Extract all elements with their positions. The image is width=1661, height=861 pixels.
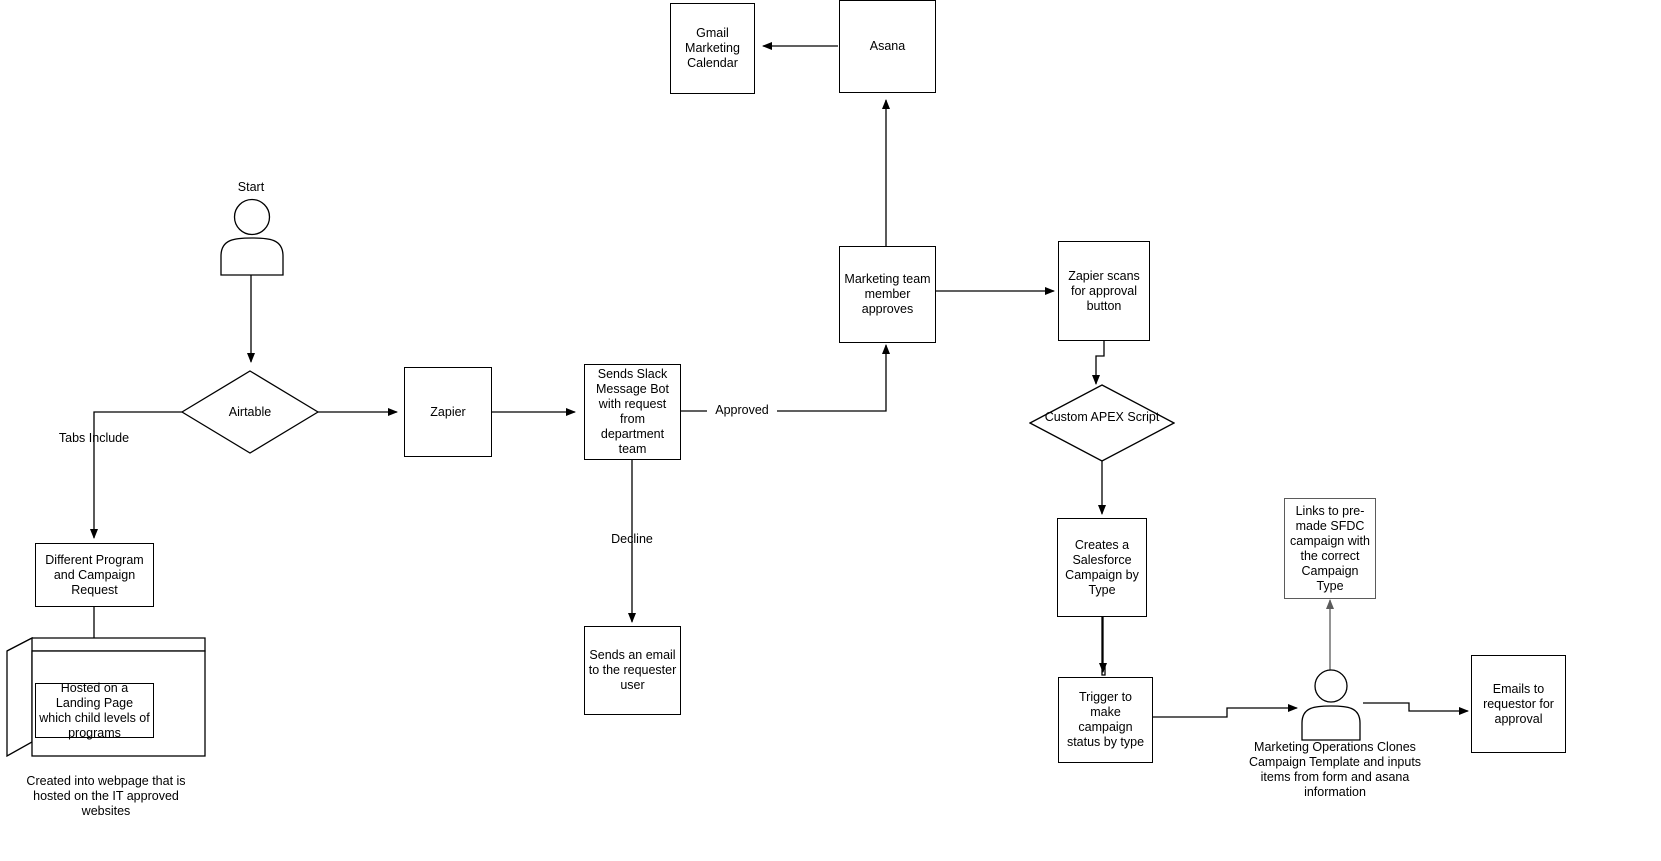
start-label: Start [237,180,265,194]
node-decline-email-label: Sends an email to the requester user [588,648,677,692]
node-marketing-approves[interactable]: Marketing team member approves [839,246,936,343]
node-trigger-campaign-status-label: Trigger to make campaign status by type [1066,690,1145,749]
marketing-ops-person-icon [1297,669,1365,741]
node-zapier-scans-label: Zapier scans for approval button [1068,268,1140,313]
node-zapier-scans[interactable]: Zapier scans for approval button [1058,241,1150,341]
node-slack-message-bot[interactable]: Sends Slack Message Bot with request fro… [584,364,681,460]
node-gmail-marketing-calendar-label: Gmail Marketing Calendar [685,26,740,70]
edge-label-tabs-include: Tabs Include [58,431,130,445]
node-creates-salesforce-campaign[interactable]: Creates a Salesforce Campaign by Type [1057,518,1147,617]
node-decline-email[interactable]: Sends an email to the requester user [584,626,681,715]
node-different-program[interactable]: Different Program and Campaign Request [35,543,154,607]
marketing-ops-caption: Marketing Operations Clones Campaign Tem… [1248,740,1422,799]
node-creates-salesforce-campaign-label: Creates a Salesforce Campaign by Type [1065,537,1139,597]
edge-slack-to-marketing-approves [681,344,890,412]
node-trigger-campaign-status[interactable]: Trigger to make campaign status by type [1058,677,1153,763]
node-asana[interactable]: Asana [839,0,936,93]
edge-label-decline: Decline [611,532,653,546]
node-zapier-label: Zapier [430,404,466,419]
node-marketing-approves-label: Marketing team member approves [844,272,931,316]
node-different-program-label: Different Program and Campaign Request [45,552,144,597]
edge-label-approved: Approved [707,403,777,418]
node-zapier[interactable]: Zapier [404,367,492,457]
node-custom-apex-script[interactable]: Custom APEX Script [1029,384,1175,462]
edge-creates-campaign-to-trigger [1101,617,1106,676]
edge-zapier-scans-to-apex [1092,341,1105,385]
node-slack-message-bot-label: Sends Slack Message Bot with request fro… [596,367,669,456]
edge-trigger-to-marketing-ops [1153,704,1298,718]
node-links-premade-sfdc-label: Links to pre-made SFDC campaign with the… [1290,503,1370,593]
node-custom-apex-script-label: Custom APEX Script [1044,409,1160,424]
node-airtable[interactable]: Airtable [181,370,319,454]
node-gmail-marketing-calendar[interactable]: Gmail Marketing Calendar [670,3,755,94]
node-emails-requestor-label: Emails to requestor for approval [1483,681,1554,726]
node-emails-requestor[interactable]: Emails to requestor for approval [1471,655,1566,753]
node-hosted-landing-page[interactable]: Hosted on a Landing Page which child lev… [35,680,154,740]
node-airtable-label: Airtable [228,404,272,419]
cube-caption: Created into webpage that is hosted on t… [26,774,186,818]
node-hosted-landing-page-label: Hosted on a Landing Page which child lev… [39,680,150,740]
edge-marketing-ops-to-emails [1363,702,1469,715]
start-person-icon [215,198,289,276]
node-asana-label: Asana [869,39,906,53]
node-links-premade-sfdc[interactable]: Links to pre-made SFDC campaign with the… [1284,498,1376,599]
